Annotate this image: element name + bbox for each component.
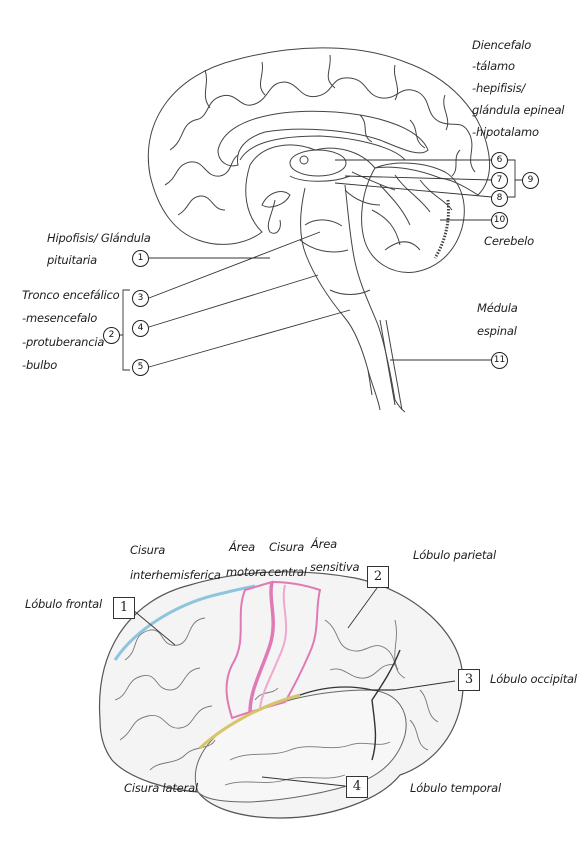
marker-4: 4 — [132, 320, 149, 337]
sagittal-brain-drawing — [147, 47, 491, 413]
marker-1: 1 — [132, 250, 149, 267]
marker-9: 9 — [522, 172, 539, 189]
marker-5: 5 — [132, 359, 149, 376]
diencefalo-title: Diencefalo — [472, 38, 532, 52]
diencefalo-item-hipotalamo: -hipotalamo — [472, 125, 539, 139]
upper-leader-lines — [118, 159, 522, 371]
marker-6: 6 — [491, 152, 508, 169]
marker-8: 8 — [491, 190, 508, 207]
hipofisis-label-line2: pituitaria — [47, 253, 98, 267]
marker-3: 3 — [132, 290, 149, 307]
tronco-item-bulbo: -bulbo — [22, 358, 58, 372]
tronco-item-mesencefalo: -mesencefalo — [22, 311, 98, 325]
cisura-inter-line2: interhemisferica — [130, 568, 221, 582]
marker-7: 7 — [491, 172, 508, 189]
lower-leader-lines — [132, 587, 456, 787]
diencefalo-item-glandula: glándula epineal — [472, 103, 565, 117]
tronco-item-protuberancia: -protuberancia — [22, 335, 105, 349]
box-3: 3 — [458, 669, 480, 691]
marker-2: 2 — [103, 327, 120, 344]
cisura-central-line1: Cisura — [269, 540, 305, 554]
marker-10: 10 — [491, 212, 508, 229]
lobulo-temporal-label: Lóbulo temporal — [410, 781, 502, 795]
cisura-inter-line1: Cisura — [130, 543, 166, 557]
area-sensitiva-line2: sensitiva — [310, 560, 360, 574]
cisura-lateral-label: Cisura lateral — [124, 781, 198, 795]
box-2: 2 — [367, 566, 389, 588]
lobulo-occipital-label: Lóbulo occipital — [490, 672, 577, 686]
box-4: 4 — [346, 776, 368, 798]
tronco-title: Tronco encefálico — [22, 288, 120, 302]
medula-label-line2: espinal — [477, 324, 517, 338]
diencefalo-item-epifisis: -hepifisis/ — [472, 81, 526, 95]
area-sensitiva-line1: Área — [311, 537, 337, 551]
lateral-brain-drawing — [98, 571, 464, 819]
cisura-central-line2: central — [268, 565, 307, 579]
hipofisis-label-line1: Hipofisis/ Glándula — [47, 231, 151, 245]
medula-label-line1: Médula — [477, 301, 518, 315]
area-motora-line1: Área — [229, 540, 255, 554]
lobulo-frontal-label: Lóbulo frontal — [25, 597, 102, 611]
area-motora-line2: motora — [226, 565, 267, 579]
box-1: 1 — [113, 597, 135, 619]
cerebelo-label: Cerebelo — [484, 234, 534, 248]
diencefalo-item-talamo: -tálamo — [472, 59, 515, 73]
marker-11: 11 — [491, 352, 508, 369]
lobulo-parietal-label: Lóbulo parietal — [413, 548, 497, 562]
